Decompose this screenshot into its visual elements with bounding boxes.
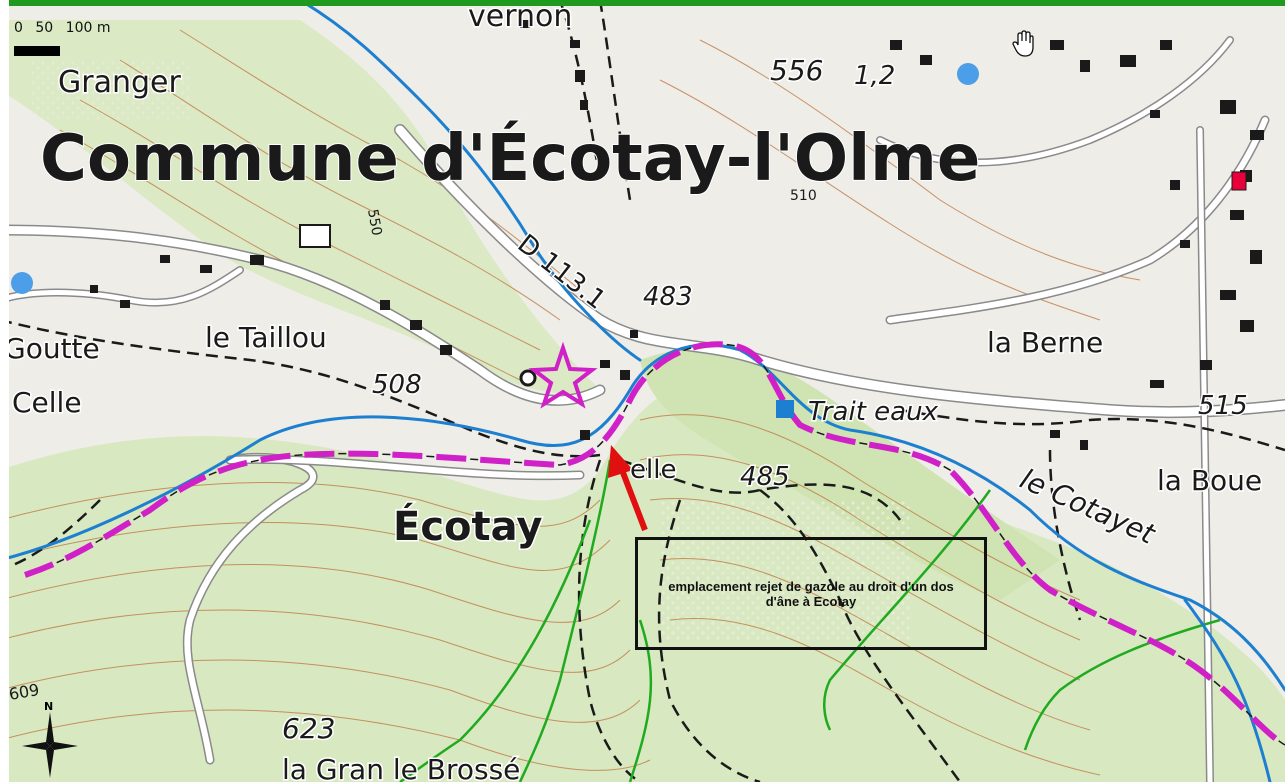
scale-mid-label: 50 [35,20,54,36]
window-top-border [0,0,1285,6]
scale-end-label: 100 m [65,20,111,36]
elevation-label: 508 [372,370,422,400]
place-label: Goutte [4,332,100,365]
place-label: Granger [58,65,181,100]
road-node-icon [519,369,537,387]
place-label: la Gran le Brossé [282,753,520,782]
place-label: la Boue [1157,464,1262,497]
meadow-pattern-north [30,60,190,120]
stream-network [399,459,1221,782]
commune-label: Commune d'Écotay-l'Olme [40,120,980,196]
place-label: le Taillou [205,321,327,354]
scale-labels: 0 50 100 m [14,20,118,36]
blue-point-icon[interactable] [957,63,979,85]
pan-hand-icon[interactable] [1012,30,1034,58]
water-station-icon[interactable] [776,400,794,418]
contour-elevation-label: 550 [364,208,384,237]
elevation-label: 623 [282,712,335,745]
meadow-pattern [660,500,910,640]
cemetery-symbol [299,224,331,248]
commune-boundary [24,341,1285,748]
red-arrow-head-icon [608,445,633,478]
annotation-box: emplacement rejet de gazole au droit d'u… [635,537,987,650]
town-label: Écotay [393,502,542,550]
boundary-overlay [24,343,1285,746]
water-label: Trait eaux [808,397,939,427]
elevation-label: 483 [643,282,693,312]
road-marker-label: 1,2 [854,61,895,91]
place-label: la Berne [987,326,1103,359]
scale-bar [14,46,60,56]
elevation-label: 556 [770,54,823,87]
north-arrow: N [22,700,78,780]
road-network [0,36,1285,782]
north-label: N [44,700,54,713]
window-left-border [0,0,9,782]
blue-point-icon[interactable] [11,272,33,294]
place-label: Celle [12,386,82,419]
contour-elevation-label: 510 [790,188,817,204]
elevation-label: 485 [740,462,790,492]
place-label: elle [630,455,676,485]
contour-lines [0,29,1141,776]
scale-zero-label: 0 [14,20,23,36]
north-arrow-icon [22,712,78,778]
star-marker-icon[interactable] [528,341,598,409]
buildings [90,20,1264,450]
elevation-label: 515 [1198,391,1248,421]
red-arrow-icon [619,468,648,532]
public-building [1231,171,1247,191]
annotation-text: emplacement rejet de gazole au droit d'u… [668,578,954,609]
